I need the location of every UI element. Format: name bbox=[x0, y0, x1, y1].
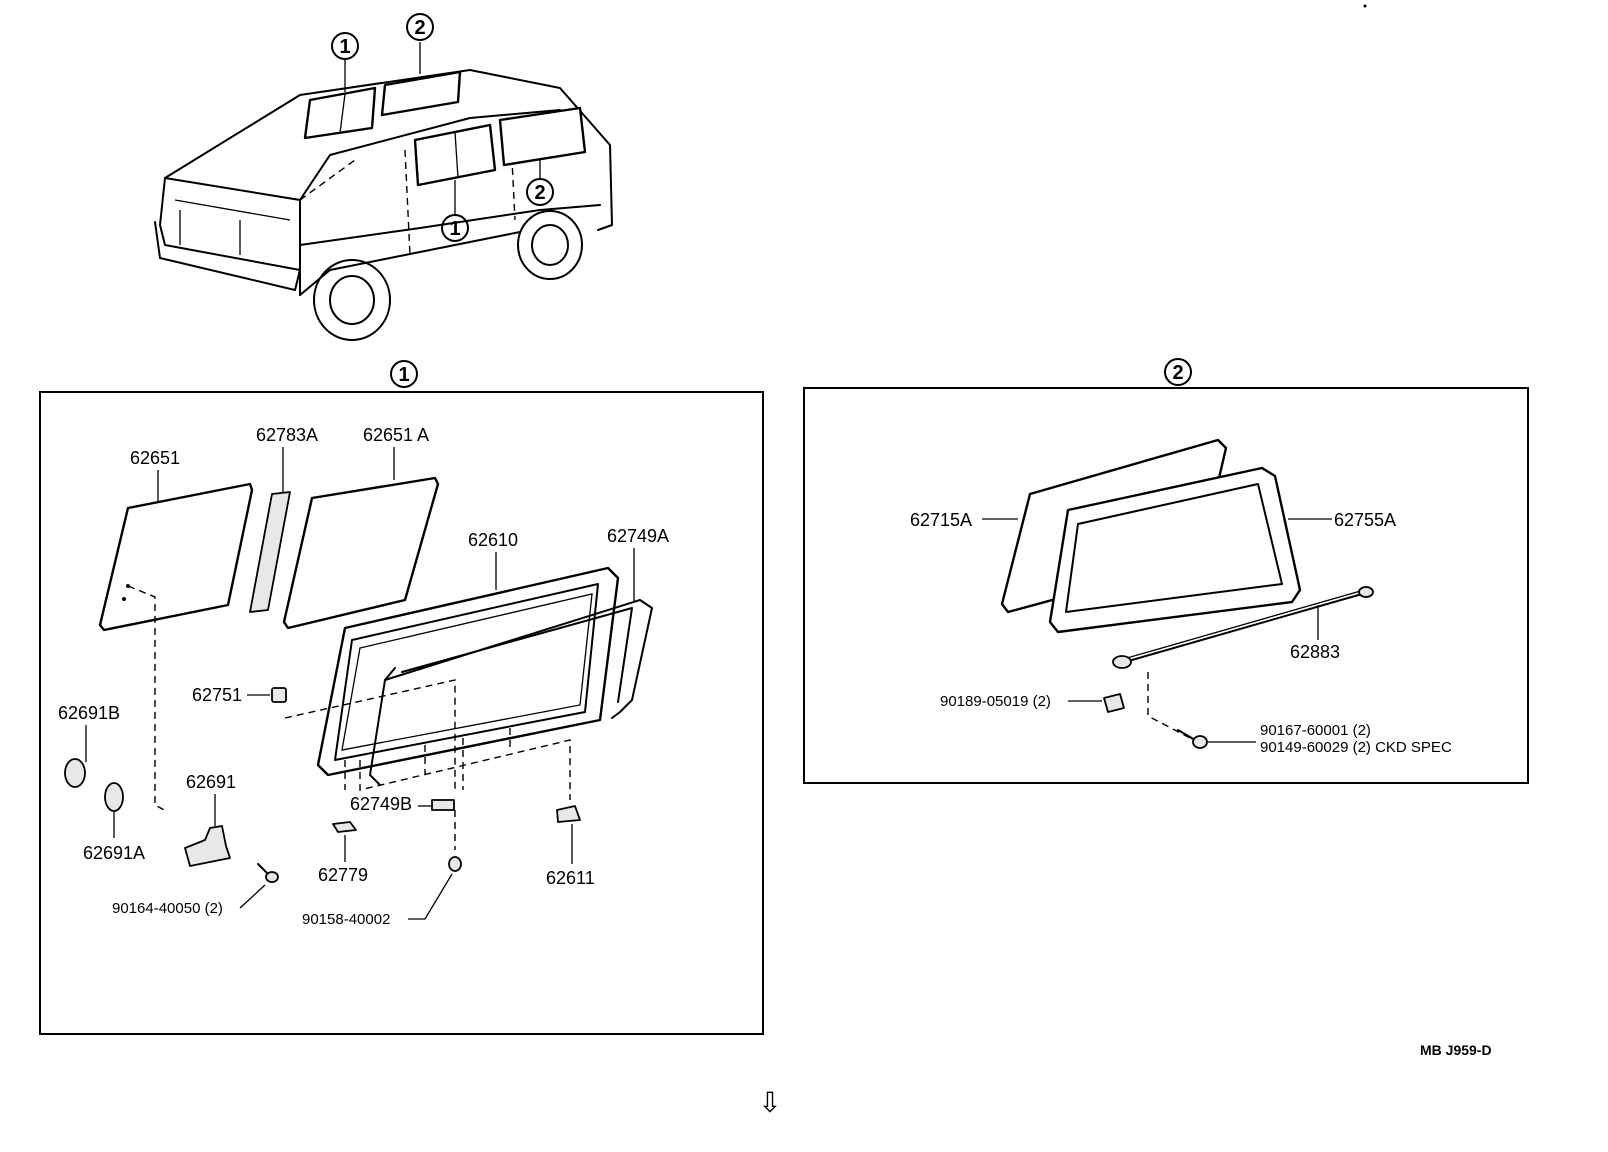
clip-62751 bbox=[271, 687, 287, 703]
callout-1-side: 1 bbox=[449, 218, 460, 240]
section-1: 1 62651 62783A 62651 A 62610 62749A bbox=[39, 360, 764, 1035]
clip-90189 bbox=[1103, 693, 1125, 713]
label-62751: 62751 bbox=[192, 685, 242, 705]
section-2-frame bbox=[803, 387, 1529, 784]
callout-2-top-icon bbox=[406, 13, 434, 41]
label-62749A: 62749A bbox=[607, 526, 669, 546]
callout-2-side: 2 bbox=[534, 182, 545, 204]
callout-1-top: 1 bbox=[339, 36, 350, 58]
cap-62691B bbox=[64, 758, 86, 788]
section-2-callout-icon bbox=[1164, 358, 1192, 386]
callout-2-top: 2 bbox=[414, 17, 425, 39]
glass-62651A bbox=[282, 476, 440, 630]
label-90164: 90164-40050 (2) bbox=[112, 900, 223, 917]
label-62691: 62691 bbox=[186, 772, 236, 792]
section-2: 2 62715A 62755A 62883 90189-05019 (2) 90… bbox=[803, 358, 1529, 784]
label-62755A: 62755A bbox=[1334, 510, 1396, 530]
frame-62755A bbox=[1048, 466, 1302, 634]
label-62651A: 62651 A bbox=[363, 425, 429, 445]
label-62783A: 62783A bbox=[256, 425, 318, 445]
label-62715A: 62715A bbox=[910, 510, 972, 530]
label-62691B: 62691B bbox=[58, 703, 120, 723]
screw-90158-icon bbox=[448, 856, 462, 872]
stay-end-left-icon bbox=[1112, 655, 1132, 669]
label-90158: 90158-40002 bbox=[302, 911, 390, 928]
stay-end-right-icon bbox=[1358, 586, 1374, 598]
section-1-frame bbox=[39, 391, 764, 1035]
screw-90167-icon bbox=[1192, 735, 1208, 749]
weatherstrip-62749A bbox=[384, 599, 653, 719]
label-90167: 90167-60001 (2) bbox=[1260, 722, 1371, 739]
label-62749B: 62749B bbox=[350, 794, 412, 814]
callout-1-side-icon bbox=[441, 214, 469, 242]
callout-1-top-icon bbox=[331, 32, 359, 60]
callout-2-side-icon bbox=[526, 178, 554, 206]
label-62883: 62883 bbox=[1290, 642, 1340, 662]
van-illustration: 1 2 1 2 bbox=[154, 13, 613, 341]
piece-62749B bbox=[431, 799, 455, 811]
next-page-arrow-icon[interactable]: ⇩ bbox=[758, 1086, 781, 1119]
label-90189: 90189-05019 (2) bbox=[940, 693, 1051, 710]
label-62651: 62651 bbox=[130, 448, 180, 468]
plate-62691A bbox=[104, 782, 124, 812]
frame-62610 bbox=[316, 566, 620, 777]
latch-62691 bbox=[184, 825, 231, 867]
label-62611: 62611 bbox=[546, 868, 595, 888]
bracket-62611 bbox=[556, 805, 581, 823]
section-1-callout-icon bbox=[390, 360, 418, 388]
section-2-callout: 2 bbox=[1172, 362, 1183, 384]
label-62779: 62779 bbox=[318, 865, 368, 885]
label-90149: 90149-60029 (2) CKD SPEC bbox=[1260, 739, 1452, 756]
screw-90164-icon bbox=[265, 871, 279, 883]
section-1-callout: 1 bbox=[398, 364, 409, 386]
label-62610: 62610 bbox=[468, 530, 518, 550]
glass-62651 bbox=[98, 482, 254, 632]
stay-62883 bbox=[1117, 593, 1363, 665]
piece-62779 bbox=[332, 821, 357, 833]
diagram-code: MB J959-D bbox=[1420, 1042, 1492, 1058]
strip-62783A bbox=[249, 491, 291, 613]
label-62691A: 62691A bbox=[83, 843, 145, 863]
